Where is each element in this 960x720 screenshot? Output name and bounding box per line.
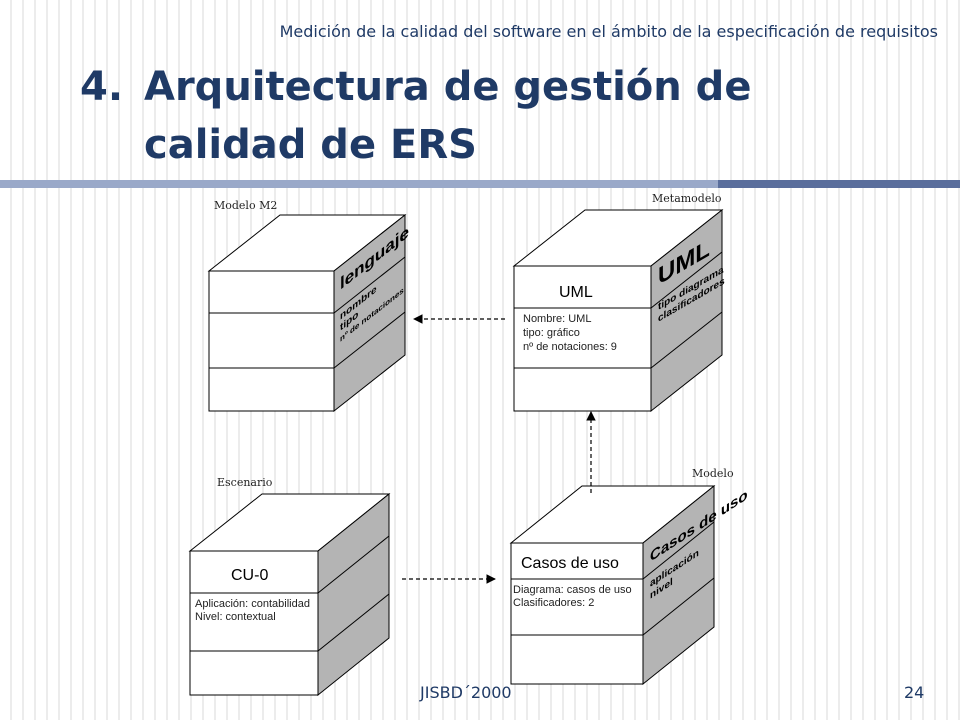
title-line-2: calidad de ERS — [144, 122, 477, 168]
front-face — [513, 265, 652, 412]
caption-escenario: Escenario — [217, 476, 273, 489]
title-number: 4. — [80, 64, 124, 110]
front-title-uml: UML — [559, 284, 593, 301]
front-face — [189, 550, 319, 696]
front-line: Diagrama: casos de uso — [513, 584, 632, 596]
title-line-1: Arquitectura de gestión de — [144, 64, 752, 110]
front-line: nº de notaciones: 9 — [523, 341, 617, 353]
front-face — [208, 270, 335, 412]
box-escenario: Escenario CU-0 Aplicación: contabilidad … — [188, 476, 391, 697]
front-line: tipo: gráfico — [523, 327, 580, 339]
slide-header: Medición de la calidad del software en e… — [279, 22, 938, 41]
title-underline-dark — [718, 180, 960, 188]
front-line: Aplicación: contabilidad — [195, 598, 310, 610]
box-metamodelo: Metamodelo UML Nombre: UML tipo: gráfico… — [512, 192, 725, 413]
page-number: 24 — [904, 683, 925, 702]
caption-modelo: Modelo — [692, 467, 734, 480]
front-line: Nombre: UML — [523, 313, 591, 325]
front-title-cu0: CU-0 — [231, 567, 268, 584]
caption-modelo-m2: Modelo M2 — [214, 199, 277, 212]
title-underline-light — [0, 180, 718, 188]
box-modelo: Modelo Casos de uso Diagrama: casos de u… — [509, 467, 748, 686]
caption-metamodelo: Metamodelo — [652, 192, 722, 205]
front-line: Clasificadores: 2 — [513, 597, 594, 609]
front-line: Nivel: contextual — [195, 611, 276, 623]
front-title-casos-de-uso: Casos de uso — [521, 555, 619, 572]
box-modelo-m2: Modelo M2 lenguaje nombre tipo nº de not… — [207, 199, 409, 413]
front-face — [510, 542, 644, 685]
footer-conference: JISBD´2000 — [420, 683, 512, 702]
